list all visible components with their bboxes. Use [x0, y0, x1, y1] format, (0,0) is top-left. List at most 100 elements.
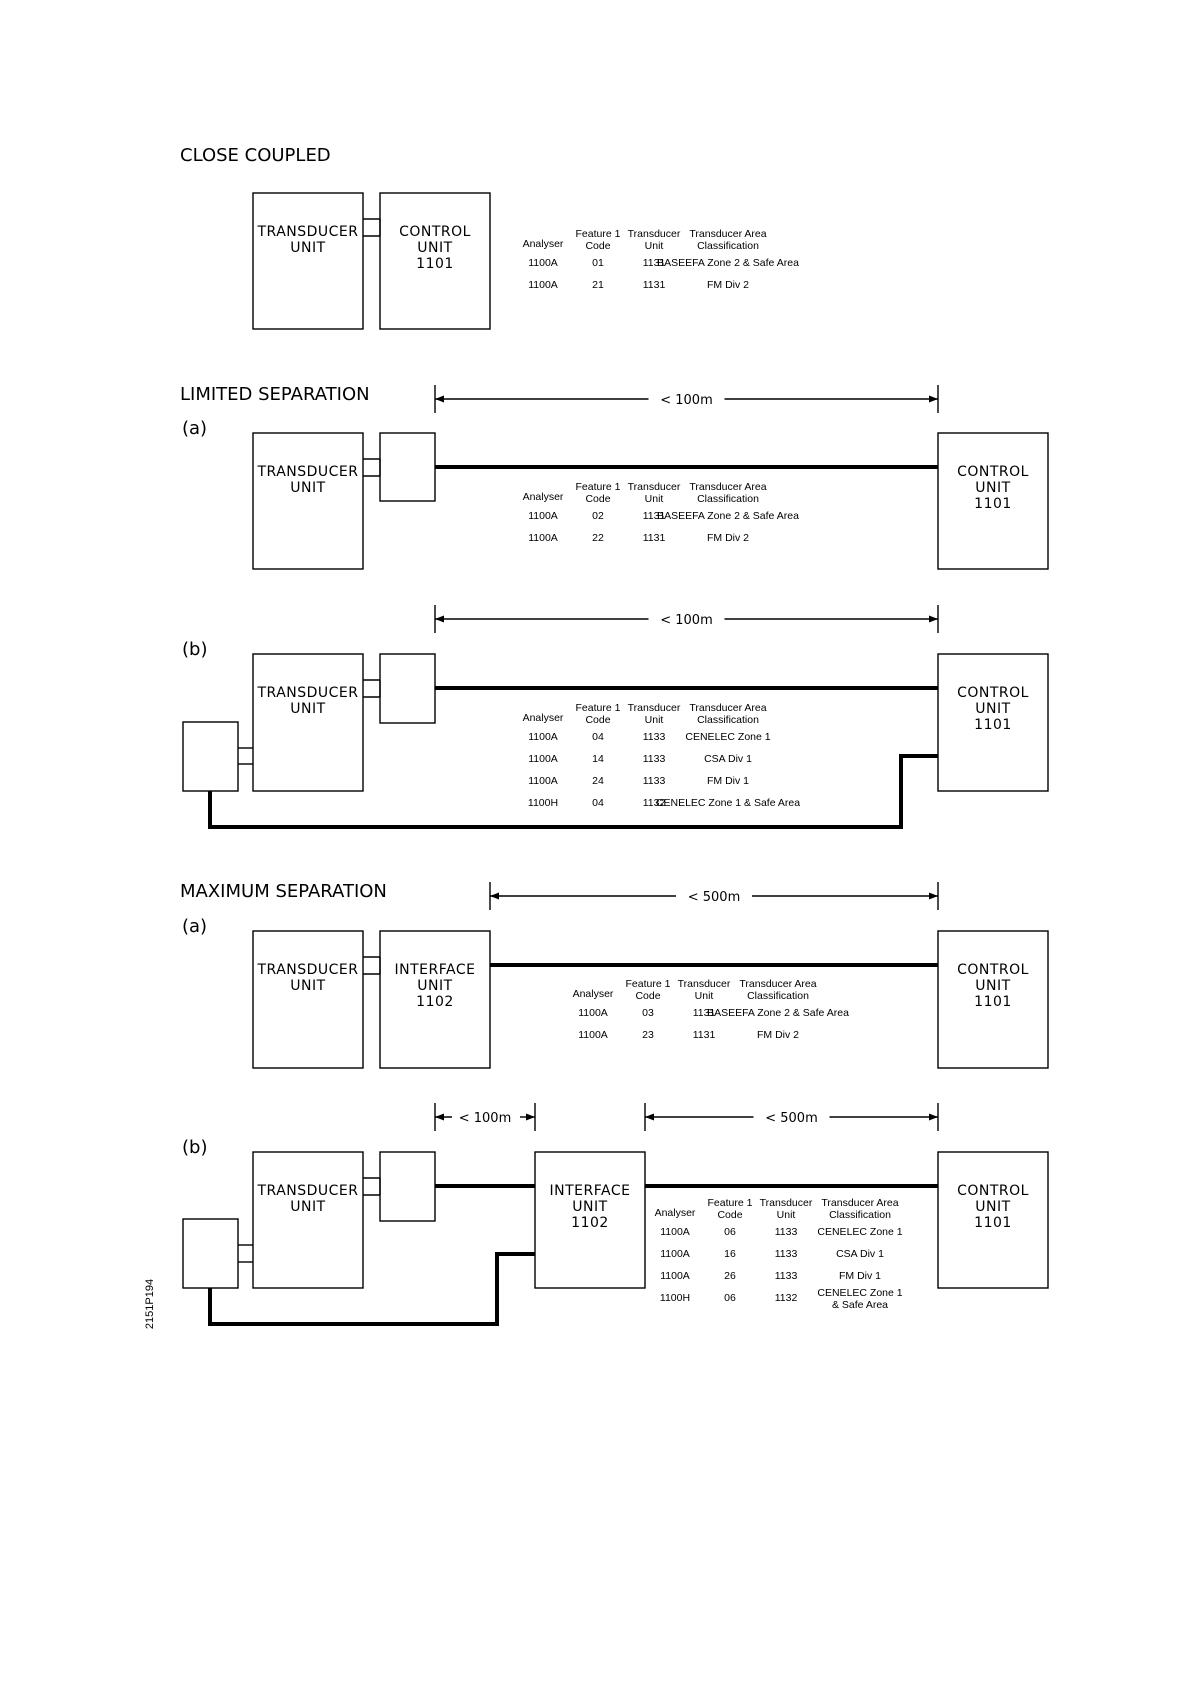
interface-unit-label-line-3: 1102: [571, 1215, 609, 1231]
control-unit-label-line-1: CONTROL: [957, 685, 1029, 701]
cell-area-classification: FM Div 2: [757, 1029, 799, 1041]
header-transducer-unit: Unit: [645, 714, 664, 726]
header-transducer-unit: Transducer: [628, 228, 681, 240]
control-unit-box: [937, 1151, 1049, 1289]
cell-feature-code: 16: [724, 1248, 736, 1260]
cell-transducer-unit: 1133: [775, 1248, 798, 1260]
cell-analyser: 1100A: [528, 775, 558, 787]
header-transducer-unit: Unit: [645, 240, 664, 252]
header-analyser: Analyser: [573, 988, 614, 1000]
distance-label: < 500m: [765, 1111, 818, 1126]
transducer-unit-box: [252, 930, 364, 1069]
cell-feature-code: 23: [642, 1029, 654, 1041]
transducer-unit-box: [252, 1151, 364, 1289]
heading-limited-separation: LIMITED SEPARATION: [180, 384, 370, 405]
dimension-maximum-b-short: < 100m: [434, 1103, 536, 1131]
control-unit-label-line-3: 1101: [974, 1215, 1012, 1231]
control-unit-box: [379, 192, 491, 330]
header-feature-code: Code: [585, 493, 610, 505]
control-unit-label-line-2: UNIT: [975, 701, 1010, 717]
cell-feature-code: 06: [724, 1292, 736, 1304]
interface-unit-box: [379, 930, 491, 1069]
header-feature-code: Code: [585, 240, 610, 252]
header-feature-code: Feature 1: [576, 702, 621, 714]
header-feature-code: Code: [585, 714, 610, 726]
cell-feature-code: 21: [592, 279, 604, 291]
dimension-arrowhead: [435, 615, 444, 623]
dimension-arrowhead: [435, 1113, 444, 1121]
return-cable: [208, 1252, 535, 1326]
heading-close-coupled: CLOSE COUPLED: [180, 145, 331, 166]
transducer-unit-label-line-1: TRANSDUCER: [256, 224, 358, 240]
cell-area-classification: BASEEFA Zone 2 & Safe Area: [657, 257, 799, 269]
cell-area-classification: FM Div 1: [707, 775, 749, 787]
distance-label: < 500m: [688, 890, 741, 905]
junction-box: [379, 1151, 436, 1222]
cell-transducer-unit: 1133: [643, 775, 666, 787]
cell-analyser: 1100A: [528, 753, 558, 765]
auxiliary-box: [182, 721, 239, 792]
control-unit-label-line-1: CONTROL: [957, 962, 1029, 978]
interface-unit-label-line-2: UNIT: [417, 978, 452, 994]
junction-box: [379, 432, 436, 502]
dimension-arrowhead: [929, 395, 938, 403]
header-area-classification: Transducer Area: [689, 702, 766, 714]
cell-area-classification: CSA Div 1: [836, 1248, 884, 1260]
control-unit-label-line-2: UNIT: [417, 240, 452, 256]
cell-analyser: 1100A: [660, 1248, 690, 1260]
dimension-arrowhead: [435, 395, 444, 403]
cell-area-classification: CENELEC Zone 1 & Safe Area: [656, 797, 800, 809]
cell-analyser: 1100A: [660, 1270, 690, 1282]
transducer-unit-label-line-2: UNIT: [290, 701, 325, 717]
interface-unit-label-line-3: 1102: [416, 994, 454, 1010]
header-feature-code: Feature 1: [626, 978, 671, 990]
cell-feature-code: 02: [592, 510, 604, 522]
sub-label-b: (b): [182, 1137, 207, 1158]
distance-label: < 100m: [660, 613, 713, 628]
sub-label-a: (a): [182, 916, 207, 937]
cell-feature-code: 04: [592, 731, 604, 743]
cell-feature-code: 24: [592, 775, 604, 787]
dimension-arrowhead: [645, 1113, 654, 1121]
cell-analyser: 1100A: [528, 279, 558, 291]
dimension-limited-a: < 100m: [434, 385, 939, 413]
cell-feature-code: 26: [724, 1270, 736, 1282]
cell-analyser: 1100A: [528, 731, 558, 743]
cell-analyser: 1100A: [660, 1226, 690, 1238]
transducer-unit-label-line-2: UNIT: [290, 480, 325, 496]
dimension-arrowhead: [929, 892, 938, 900]
header-area-classification: Classification: [747, 990, 809, 1002]
control-unit-label-line-3: 1101: [416, 256, 454, 272]
distance-label: < 100m: [660, 393, 713, 408]
control-unit-box: [937, 653, 1049, 792]
dimension-maximum-b-long: < 500m: [644, 1103, 939, 1131]
header-feature-code: Code: [635, 990, 660, 1002]
control-unit-label-line-3: 1101: [974, 496, 1012, 512]
cell-analyser: 1100A: [578, 1029, 608, 1041]
cell-area-classification: FM Div 2: [707, 532, 749, 544]
cell-area-classification: FM Div 1: [839, 1270, 881, 1282]
cell-transducer-unit: 1133: [775, 1226, 798, 1238]
transducer-unit-label-line-1: TRANSDUCER: [256, 464, 358, 480]
control-unit-label-line-3: 1101: [974, 717, 1012, 733]
transducer-unit-box: [252, 432, 364, 570]
interface-unit-label-line-1: INTERFACE: [395, 962, 476, 978]
cell-transducer-unit: 1131: [643, 257, 666, 269]
control-unit-label-line-1: CONTROL: [399, 224, 471, 240]
header-transducer-unit: Unit: [645, 493, 664, 505]
cell-feature-code: 14: [592, 753, 604, 765]
header-area-classification: Classification: [697, 714, 759, 726]
transducer-unit-label-line-1: TRANSDUCER: [256, 1183, 358, 1199]
cell-transducer-unit: 1133: [643, 731, 666, 743]
control-unit-label-line-2: UNIT: [975, 1199, 1010, 1215]
cell-transducer-unit: 1132: [643, 797, 666, 809]
interface-unit-label-line-1: INTERFACE: [550, 1183, 631, 1199]
header-area-classification: Transducer Area: [739, 978, 816, 990]
header-area-classification: Classification: [697, 493, 759, 505]
interface-unit-label-line-2: UNIT: [572, 1199, 607, 1215]
cell-transducer-unit: 1131: [643, 510, 666, 522]
dimension-arrowhead: [490, 892, 499, 900]
cell-area-classification: CSA Div 1: [704, 753, 752, 765]
